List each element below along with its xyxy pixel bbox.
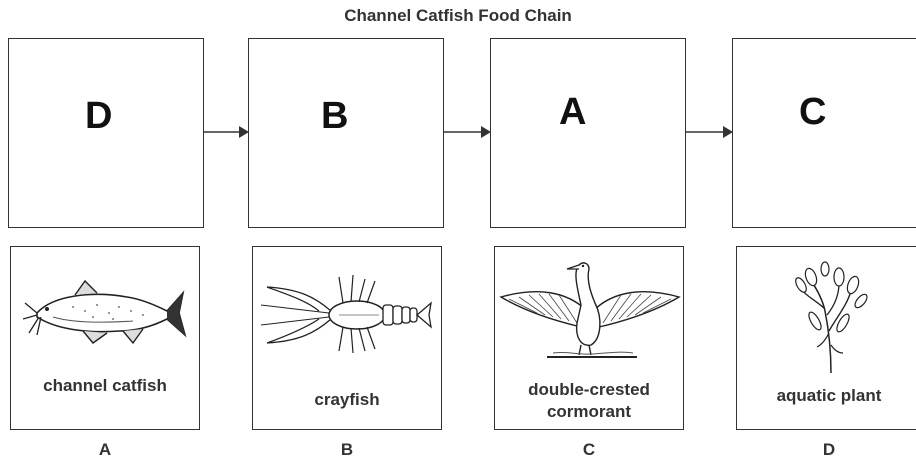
chain-box-1: D: [8, 38, 204, 228]
chain-letter-1: D: [85, 95, 112, 138]
diagram-title: Channel Catfish Food Chain: [0, 6, 916, 26]
organism-card-crayfish: crayfish: [252, 246, 442, 430]
organism-card-aquatic-plant: aquatic plant: [736, 246, 916, 430]
organism-label-catfish: channel catfish: [11, 375, 199, 397]
arrow-1: [203, 124, 249, 140]
chain-box-4: C: [732, 38, 916, 228]
choice-letter-c: C: [574, 440, 604, 460]
organism-card-catfish: channel catfish: [10, 246, 200, 430]
organism-label-aquatic-plant: aquatic plant: [737, 385, 916, 407]
arrow-2: [443, 124, 491, 140]
organism-label-cormorant-line1: double-crested: [495, 379, 683, 401]
choice-letter-a: A: [90, 440, 120, 460]
catfish-icon: [23, 277, 187, 349]
organism-label-cormorant-line2: cormorant: [495, 401, 683, 423]
organism-card-cormorant: double-crested cormorant: [494, 246, 684, 430]
chain-box-2: B: [248, 38, 444, 228]
cormorant-icon: [497, 257, 683, 369]
arrow-3: [685, 124, 733, 140]
choice-letter-d: D: [814, 440, 844, 460]
crayfish-icon: [259, 267, 437, 357]
aquatic-plant-icon: [795, 261, 875, 375]
chain-letter-2: B: [321, 95, 348, 138]
choice-letter-b: B: [332, 440, 362, 460]
chain-letter-3: A: [559, 91, 586, 134]
chain-letter-4: C: [799, 91, 826, 134]
chain-box-3: A: [490, 38, 686, 228]
organism-label-crayfish: crayfish: [253, 389, 441, 411]
